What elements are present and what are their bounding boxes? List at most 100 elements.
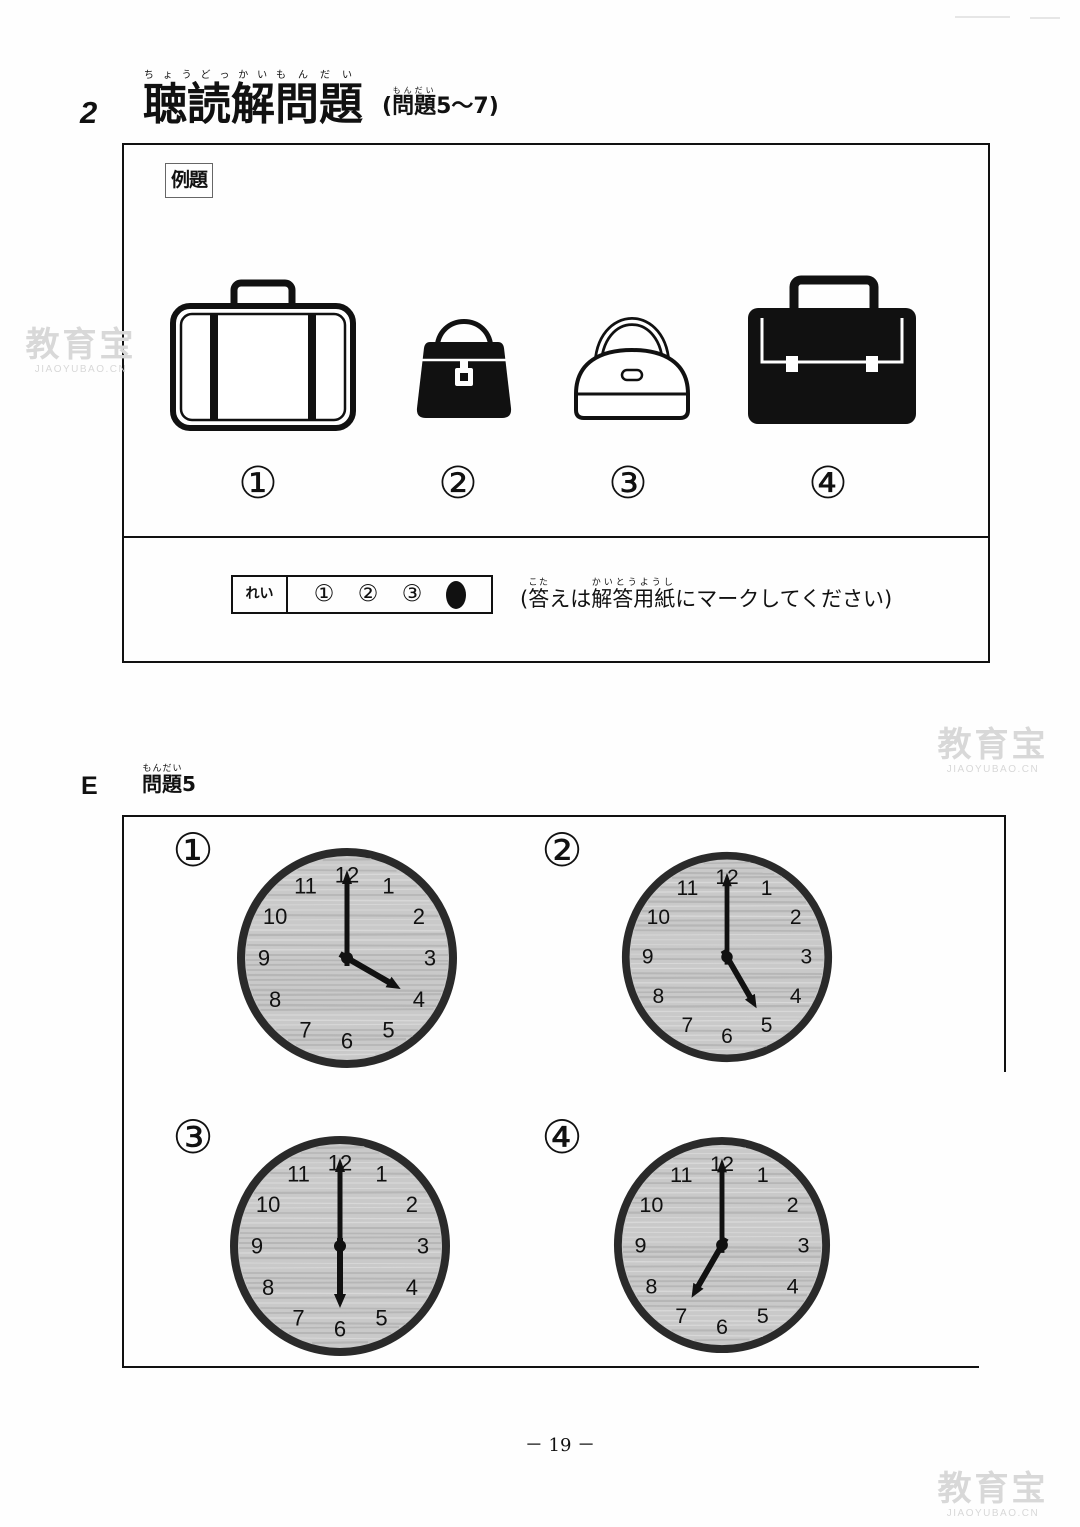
clock-label-4: ④ xyxy=(541,1110,583,1164)
wood-grain-line xyxy=(271,1023,423,1026)
wood-grain-line xyxy=(631,972,823,975)
clock-number: 3 xyxy=(417,1234,429,1259)
instruction-word-furigana: かいとうようし xyxy=(591,578,676,588)
clock-center-pin xyxy=(341,952,353,964)
briefcase-flap-line xyxy=(760,318,904,364)
wood-grain-line xyxy=(650,1015,804,1018)
instruction-word-base: 解答用紙 xyxy=(591,587,676,611)
clock-number: 3 xyxy=(798,1233,810,1258)
wood-grain-line xyxy=(280,1326,400,1329)
section-e-number: 5 xyxy=(182,772,196,796)
clock-number: 10 xyxy=(639,1192,663,1217)
wood-grain-line xyxy=(637,990,817,994)
wood-grain-line xyxy=(632,976,822,980)
handbag-clasp-center xyxy=(460,373,468,381)
wood-grain-line xyxy=(260,1008,434,1011)
option-label-1: ① xyxy=(238,458,278,509)
clock-number: 7 xyxy=(682,1014,694,1037)
clock-number: 11 xyxy=(670,1162,692,1187)
wood-grain-line xyxy=(634,1290,810,1293)
clock-label-3: ③ xyxy=(172,1110,214,1164)
clock-number: 5 xyxy=(382,1017,394,1042)
clock-number: 1 xyxy=(382,874,394,899)
option-label-4: ④ xyxy=(808,458,848,509)
title-word-listening-reading: 聴読解ちょうどっかい xyxy=(143,71,275,130)
watermark-url: JIAOYUBAO.CN xyxy=(946,764,1040,775)
clock-option-4: 121234567891011 xyxy=(613,1136,831,1354)
clock-number: 1 xyxy=(761,877,773,900)
clock-number: 11 xyxy=(676,877,698,900)
instruction-word-kotae: 答こた xyxy=(528,579,549,611)
instruction-word-answer-sheet: 解答用紙かいとうようし xyxy=(591,579,676,611)
clock-label-2: ② xyxy=(541,823,583,877)
section-e-word-base: 問題 xyxy=(142,772,182,796)
clock-number: 5 xyxy=(375,1305,387,1330)
subtitle-word-mondai: 問題もんだい xyxy=(392,87,437,119)
clock-number: 3 xyxy=(800,946,812,969)
clock-number: 3 xyxy=(424,946,436,971)
instruction-rest: にマークしてください) xyxy=(675,587,893,611)
clock-number: 6 xyxy=(341,1029,353,1054)
clock-number: 2 xyxy=(790,906,802,929)
wood-grain-line xyxy=(700,1048,754,1051)
briefcase-clasp-right xyxy=(866,356,878,372)
clock-number: 11 xyxy=(294,874,317,899)
wood-grain-line xyxy=(641,1001,813,1004)
title-word-base: 聴読解 xyxy=(143,79,275,130)
wood-grain-line xyxy=(625,1264,819,1268)
instruction-mid: えは xyxy=(549,587,592,611)
clock-number: 4 xyxy=(413,987,425,1012)
example-box xyxy=(122,143,990,663)
wood-grain-line xyxy=(670,1033,784,1036)
clock-number: 10 xyxy=(263,904,287,929)
wood-grain-line xyxy=(624,1261,820,1264)
scan-artifact-line xyxy=(955,16,1010,18)
black-briefcase-icon xyxy=(748,275,916,424)
clock-number: 2 xyxy=(413,904,425,929)
clock-center-pin xyxy=(334,1240,346,1252)
answer-instruction: (答こたえは解答用紙かいとうようしにマークしてください) xyxy=(520,578,892,610)
clock-number: 9 xyxy=(634,1233,646,1258)
watermark-text: 教育宝 xyxy=(937,725,1049,765)
clock-option-1: 121234567891011 xyxy=(237,848,457,1068)
clock-number: 8 xyxy=(262,1275,274,1300)
black-handbag-icon xyxy=(416,319,512,418)
wood-grain-line xyxy=(654,1019,800,1022)
clock-label-1: ① xyxy=(172,823,214,877)
handbag-handle-inner xyxy=(596,319,668,369)
title-word-furigana: もんだい xyxy=(275,70,363,81)
clock-center-pin xyxy=(716,1239,728,1251)
wood-grain-line xyxy=(647,1309,797,1312)
subtitle-word-base: 問題 xyxy=(392,94,437,119)
wood-grain-line xyxy=(643,1304,801,1308)
subtitle-rest: 5～7) xyxy=(436,94,499,119)
wood-grain-line xyxy=(264,1311,416,1314)
page-title: 聴読解ちょうどっかい問題もんだい xyxy=(143,70,363,127)
white-handbag-icon xyxy=(574,317,690,420)
clock-number: 7 xyxy=(299,1017,311,1042)
answer-choice-4-marked xyxy=(434,577,478,612)
wood-grain-line xyxy=(251,988,443,992)
wood-grain-line xyxy=(681,1334,763,1337)
hour-hand xyxy=(691,1236,729,1298)
subtitle-open-paren: ( xyxy=(382,94,393,119)
minute-hand xyxy=(342,870,352,966)
clock-number: 5 xyxy=(757,1303,769,1328)
clock-number: 9 xyxy=(642,946,654,969)
clock-option-3: 121234567891011 xyxy=(230,1136,450,1356)
wood-grain-line xyxy=(247,973,447,977)
watermark-text: 教育宝 xyxy=(937,1469,1049,1509)
section-e-title: 問題もんだい5 xyxy=(142,764,196,796)
clock-box-right-border xyxy=(1004,815,1006,1072)
scan-artifact-line xyxy=(1030,17,1060,19)
clock-number: 4 xyxy=(790,985,802,1008)
minute-hand xyxy=(717,1158,727,1253)
wood-grain-line xyxy=(635,986,819,990)
example-box-divider xyxy=(122,536,990,538)
section-e-word-mondai: 問題もんだい xyxy=(142,765,182,796)
title-word-mondai: 問題もんだい xyxy=(275,71,363,130)
clock-box-top-border xyxy=(122,815,1006,817)
suitcase-icon xyxy=(170,279,356,431)
clock-number: 2 xyxy=(787,1192,799,1217)
